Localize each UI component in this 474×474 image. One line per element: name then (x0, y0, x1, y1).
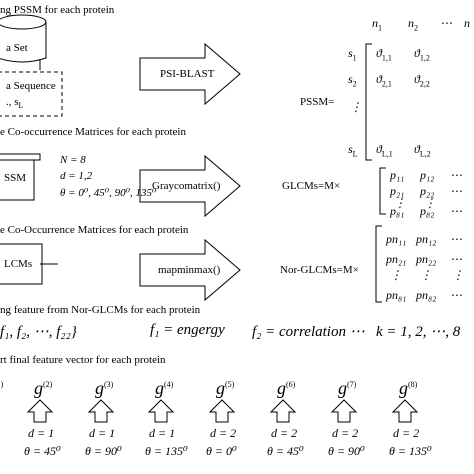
mapminmax-label: mapminmax() (158, 264, 221, 276)
d-value: d = 2 (393, 426, 420, 440)
theta-value: θ = 90⁰ (328, 444, 365, 458)
nor-glcm-cell: pn₂₁ (386, 252, 407, 266)
pssm-box-label: SSM (4, 172, 27, 184)
theta-value: θ = 45⁰ (24, 444, 61, 458)
theta-value: θ = 0⁰ (206, 444, 237, 458)
f1-formula: f₁ = engergy (150, 322, 225, 338)
glcm-cell: ⋯ (450, 204, 462, 218)
glcm-cell: p₂₁ (390, 184, 405, 198)
param-theta: θ = 0⁰, 45⁰, 90⁰, 135⁰ (60, 187, 157, 199)
g-term: g(6) (277, 378, 296, 398)
g-term: g(5) (216, 378, 235, 398)
row-label-1: s1 (348, 46, 357, 63)
step3-title: e Co-Occurrence Matrices for each protei… (0, 224, 189, 236)
arrow-mapminmax (139, 238, 241, 302)
glcm-cell: ⋮ (424, 196, 436, 210)
param-d: d = 1,2 (60, 170, 93, 182)
sequence-box (0, 71, 63, 117)
step2-title: e Co-occurrence Matrices for each protei… (0, 126, 186, 138)
graycomatrix-label: Graycomatrix() (152, 180, 221, 192)
dataset-label: a Set (6, 42, 28, 54)
nor-glcm-cell: ⋮ (390, 268, 402, 282)
d-value: d = 1 (89, 426, 116, 440)
nor-glcm-cell: ⋯ (450, 252, 462, 266)
step5-title: rt final feature vector for each protein (0, 354, 166, 366)
d-value: d = 2 (332, 426, 359, 440)
nor-glcm-cell: pn₈₂ (416, 288, 437, 302)
glcms-box (0, 243, 43, 285)
g-term: (1) (0, 380, 4, 389)
step1-title: ng PSSM for each protein (0, 4, 115, 16)
d-value: d = 1 (149, 426, 176, 440)
row-label-dots: ⋮ (350, 100, 362, 114)
theta-value: θ = 45⁰ (267, 444, 304, 458)
theta-value: θ = 135⁰ (145, 444, 188, 458)
nor-glcm-cell: ⋯ (450, 288, 462, 302)
g-term: g(2) (34, 378, 53, 398)
col-header-n: n (464, 16, 470, 30)
cell-2-1: ϑ2,1 (376, 72, 392, 89)
feature-set: f₁, f₂, ⋯, f₂₂} (0, 324, 77, 340)
f2-formula: f₂ = correlation ⋯ (252, 324, 365, 340)
row-label-L: sL (348, 142, 358, 159)
pssm-tray (0, 153, 41, 201)
nor-glcm-cell: pn₁₁ (386, 232, 407, 246)
g-term: g(8) (399, 378, 418, 398)
cell-L-1: ϑL,1 (376, 142, 393, 159)
g-term: g(3) (95, 378, 114, 398)
database-icon (0, 14, 47, 63)
theta-value: θ = 90⁰ (85, 444, 122, 458)
glcm-cell: p₈₁ (390, 204, 405, 218)
glcm-cell: ⋯ (450, 168, 462, 182)
step4-title: ng feature from Nor-GLCMs for each prote… (0, 304, 201, 316)
glcm-cell: p₁₁ (390, 168, 405, 182)
arrow-psi-blast (139, 42, 241, 106)
pssm-label: PSSM= (300, 96, 335, 108)
k-range: k = 1, 2, ⋯, 8 (376, 324, 461, 340)
glcms-label: GLCMs=M× (282, 180, 341, 192)
d-value: d = 1 (28, 426, 55, 440)
cell-L-2: ϑL,2 (414, 142, 431, 159)
g-term: g(4) (155, 378, 174, 398)
glcm-cell: ⋯ (450, 184, 462, 198)
g-term: g(7) (338, 378, 357, 398)
psi-blast-label: PSI-BLAST (160, 68, 215, 80)
nor-glcm-cell: pn₁₂ (416, 232, 437, 246)
cell-2-2: ϑ2,2 (414, 72, 430, 89)
nor-glcm-cell: pn₂₂ (416, 252, 437, 266)
cell-1-1: ϑ1,1 (376, 46, 392, 63)
param-n: N = 8 (60, 154, 86, 166)
d-value: d = 2 (210, 426, 237, 440)
theta-value: θ = 135⁰ (389, 444, 432, 458)
nor-glcms-label: Nor-GLCMs=M× (280, 264, 359, 276)
col-header-dots: ⋯ (440, 16, 452, 30)
d-value: d = 2 (271, 426, 298, 440)
col-header-2: n2 (408, 16, 418, 33)
nor-glcm-cell: ⋯ (450, 232, 462, 246)
arrow-graycomatrix (139, 154, 241, 218)
col-header-1: n1 (372, 16, 382, 33)
sequence-sub: ., sL (6, 96, 24, 111)
pssm-matrix-bracket (365, 43, 372, 161)
sequence-label: a Sequence (6, 80, 56, 92)
up-arrows (26, 399, 419, 423)
glcm-cell: p₁₂ (420, 168, 435, 182)
row-label-2: s2 (348, 72, 357, 89)
glcm-cell: p₈₂ (420, 204, 435, 218)
nor-glcm-cell: pn₈₁ (386, 288, 407, 302)
glcm-cell: p₂₂ (420, 184, 435, 198)
nor-glcm-cell: ⋮ (452, 268, 464, 282)
nor-glcm-cell: ⋮ (420, 268, 432, 282)
glcm-cell: ⋮ (394, 196, 406, 210)
cell-1-2: ϑ1,2 (414, 46, 430, 63)
glcms-box-label: LCMs (4, 258, 33, 270)
